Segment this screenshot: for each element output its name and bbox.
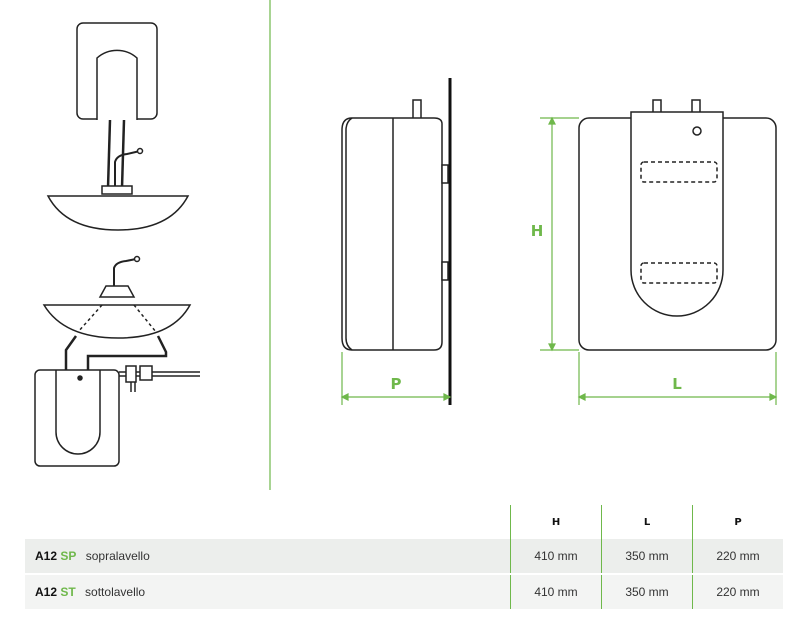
height-value: 410 mm (510, 539, 602, 575)
over-sink-illustration (46, 22, 190, 231)
model-name: sottolavello (85, 585, 146, 599)
dimensions-table: H L P A12 SP sopralavello 410 mm 350 mm … (25, 505, 783, 609)
length-label: L (672, 375, 682, 393)
table-row: A12 ST sottolavello 410 mm 350 mm 220 mm (25, 574, 783, 609)
depth-value: 220 mm (692, 539, 783, 575)
side-view-drawing (341, 78, 452, 405)
model-suffix: SP (60, 549, 77, 563)
model-name: sopralavello (85, 549, 150, 563)
height-value: 410 mm (510, 574, 602, 609)
length-value: 350 mm (601, 539, 693, 575)
depth-label: P (391, 375, 402, 393)
header-p: P (692, 505, 783, 539)
height-label: H (531, 222, 544, 240)
model-cell: A12 ST sottolavello (25, 574, 511, 609)
under-sink-illustration (34, 255, 200, 467)
table-header-blank (25, 505, 511, 539)
model-cell: A12 SP sopralavello (25, 539, 511, 575)
header-h: H (510, 505, 602, 539)
model-code: A12 (35, 549, 58, 563)
length-value: 350 mm (601, 574, 693, 609)
model-suffix: ST (60, 585, 76, 599)
header-l: L (601, 505, 693, 539)
model-code: A12 (35, 585, 58, 599)
front-view-drawing (578, 99, 777, 351)
depth-value: 220 mm (692, 574, 783, 609)
table-row: A12 SP sopralavello 410 mm 350 mm 220 mm (25, 539, 783, 575)
installation-diagram: P H L (34, 0, 778, 490)
